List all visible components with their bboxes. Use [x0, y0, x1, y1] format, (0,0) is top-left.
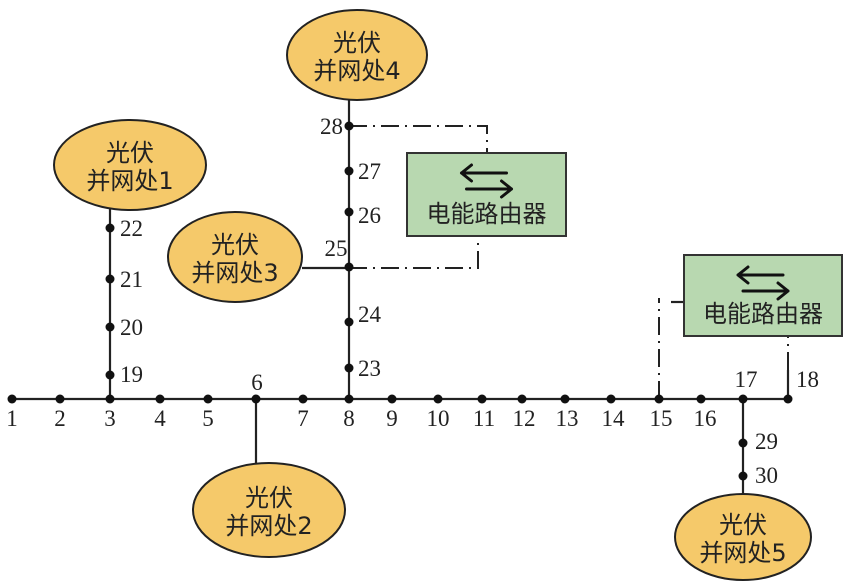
bus-label-28: 28 — [320, 114, 343, 139]
bus-label-4: 4 — [154, 406, 166, 431]
bus-label-10: 10 — [427, 406, 450, 431]
pv-site-label-line1: 光伏 — [245, 484, 293, 512]
pv-site-2 — [192, 462, 346, 558]
bus-node-14 — [606, 394, 616, 404]
bus-label-29: 29 — [755, 429, 778, 454]
bus-node-22 — [105, 223, 115, 233]
bidirectional-arrows-icon — [736, 265, 790, 301]
pv-site-label-line1: 光伏 — [333, 29, 381, 57]
bus-node-11 — [477, 394, 487, 404]
pv-site-label-line1: 光伏 — [719, 511, 767, 539]
bus-node-9 — [387, 394, 397, 404]
bus-node-13 — [560, 394, 570, 404]
bus-label-24: 24 — [358, 302, 382, 327]
pv-site-label-line2: 并网处4 — [313, 57, 400, 85]
energy-router-1: 电能路由器 — [406, 152, 567, 237]
bus-node-5 — [203, 394, 213, 404]
bus-label-7: 7 — [297, 406, 309, 431]
router1-link-25 — [349, 236, 479, 269]
bus-node-27 — [344, 166, 354, 176]
bus-label-9: 9 — [386, 406, 398, 431]
bus-node-30 — [738, 471, 748, 481]
pv-site-label-line2: 并网处2 — [225, 512, 312, 540]
pv-site-label-line2: 并网处3 — [191, 259, 278, 287]
bus-node-19 — [105, 370, 115, 380]
bus-label-18: 18 — [796, 367, 819, 392]
bus-label-1: 1 — [6, 406, 18, 431]
bus-node-6 — [251, 394, 261, 404]
bus-node-23 — [344, 363, 354, 373]
bus-label-17: 17 — [735, 367, 758, 392]
bus-label-21: 21 — [120, 267, 143, 292]
bus-label-6: 6 — [251, 370, 263, 395]
energy-router-2: 电能路由器 — [683, 254, 843, 337]
pv-site-label-line1: 光伏 — [106, 139, 154, 167]
energy-router-label: 电能路由器 — [703, 300, 823, 328]
bus-node-29 — [738, 438, 748, 448]
bus-label-26: 26 — [358, 203, 381, 228]
bus-label-13: 13 — [556, 406, 579, 431]
bus-node-26 — [344, 207, 354, 217]
router1-link-28 — [349, 125, 488, 153]
bus-label-22: 22 — [120, 216, 143, 241]
bus-node-20 — [105, 322, 115, 332]
bus-label-12: 12 — [513, 406, 536, 431]
bus-node-10 — [433, 394, 443, 404]
bus-node-15 — [654, 394, 664, 404]
pv-site-label-line2: 并网处5 — [699, 539, 786, 567]
bus-node-16 — [696, 394, 706, 404]
pv-site-1 — [53, 119, 207, 211]
bus-label-27: 27 — [358, 159, 381, 184]
bus-node-4 — [155, 394, 165, 404]
bus-node-17 — [738, 394, 748, 404]
pv-site-5 — [674, 493, 812, 581]
bus-node-1 — [7, 394, 17, 404]
bus-label-15: 15 — [650, 406, 673, 431]
bus-node-25 — [344, 262, 354, 272]
bus-label-23: 23 — [358, 356, 381, 381]
bus-label-14: 14 — [602, 406, 626, 431]
energy-router-label: 电能路由器 — [427, 200, 547, 228]
pv-site-4 — [286, 9, 428, 101]
bus-label-19: 19 — [120, 362, 143, 387]
bus-label-20: 20 — [120, 315, 143, 340]
bus-label-25: 25 — [325, 236, 348, 261]
bidirectional-arrows-icon — [460, 163, 513, 199]
bus-label-3: 3 — [104, 406, 116, 431]
bus-node-3 — [105, 394, 115, 404]
bus-node-21 — [105, 274, 115, 284]
bus-label-2: 2 — [54, 406, 66, 431]
bus-label-16: 16 — [694, 406, 717, 431]
bus-label-11: 11 — [473, 406, 495, 431]
bus-node-12 — [517, 394, 527, 404]
bus-node-7 — [298, 394, 308, 404]
bus-node-8 — [344, 394, 354, 404]
pv-site-3 — [167, 211, 303, 303]
bus-node-18 — [783, 394, 793, 404]
bus-label-30: 30 — [755, 463, 778, 488]
bus-node-24 — [344, 317, 354, 327]
bus-label-8: 8 — [343, 406, 355, 431]
bus-node-2 — [55, 394, 65, 404]
pv-site-label-line2: 并网处1 — [86, 167, 173, 195]
bus-node-28 — [344, 121, 354, 131]
pv-site-label-line1: 光伏 — [211, 231, 259, 259]
bus-label-5: 5 — [202, 406, 214, 431]
